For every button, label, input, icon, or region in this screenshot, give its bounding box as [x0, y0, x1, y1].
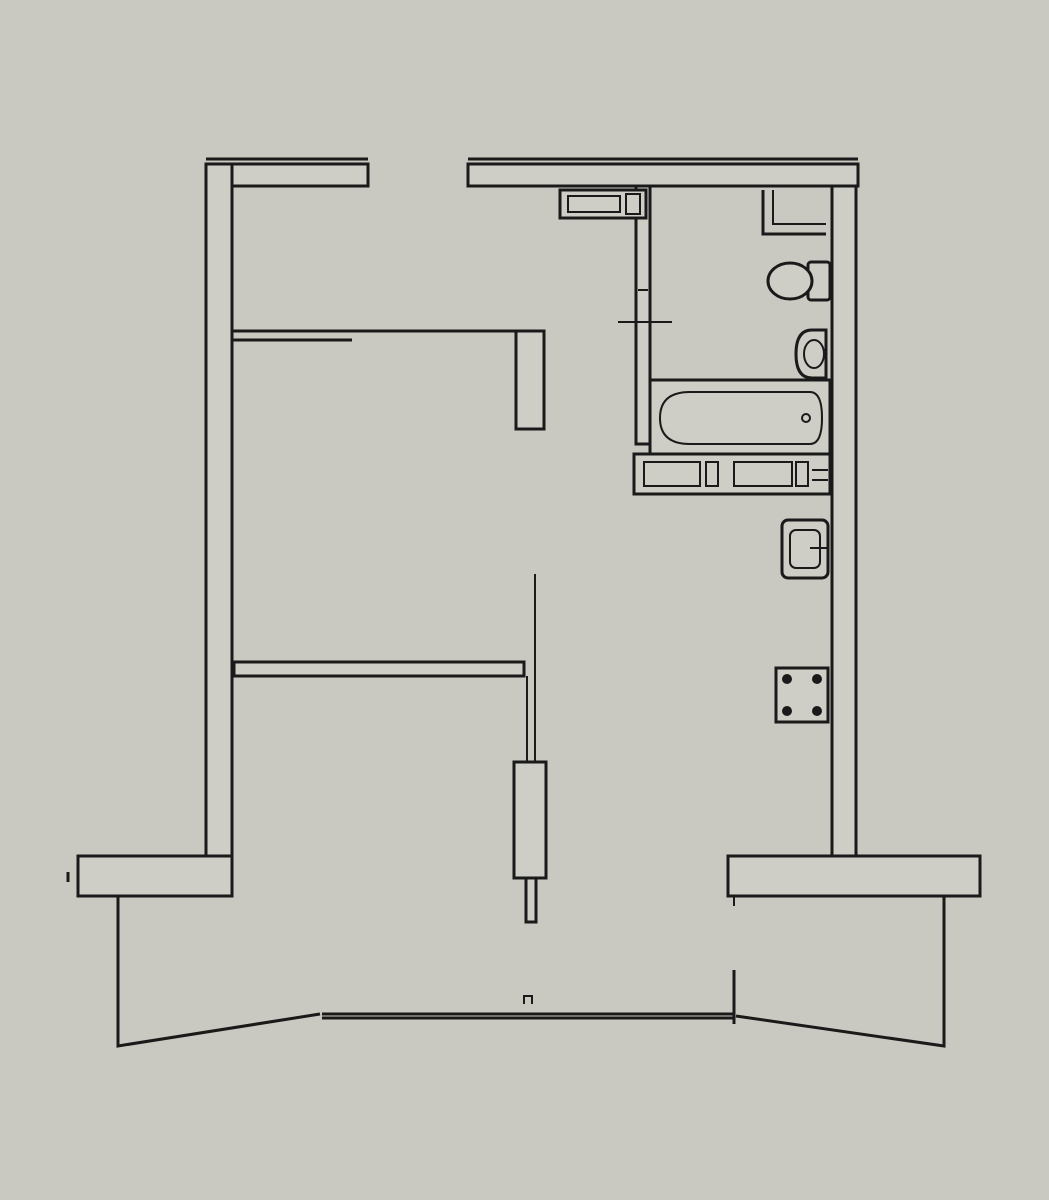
kitchen-sink-icon — [780, 518, 830, 580]
bottom-ledge-left — [66, 854, 234, 898]
upper-partition-wall — [232, 329, 546, 431]
bathtub-icon — [648, 378, 832, 456]
left-exterior-wall — [204, 162, 234, 882]
bottom-ledge-right — [726, 854, 982, 898]
bathroom-wall — [618, 184, 672, 446]
lower-partition-wall — [232, 660, 526, 678]
washbasin-icon — [794, 328, 828, 380]
top-wall-right — [466, 157, 860, 188]
balcony — [116, 896, 946, 1048]
shelf-fixture — [558, 188, 648, 220]
right-exterior-wall — [830, 184, 858, 882]
bathroom-cabinets — [632, 452, 832, 496]
stove-icon — [774, 666, 830, 724]
center-partition — [512, 574, 548, 924]
bathroom-shelf — [761, 190, 826, 236]
top-wall-left — [206, 157, 370, 188]
toilet-icon — [766, 260, 832, 302]
